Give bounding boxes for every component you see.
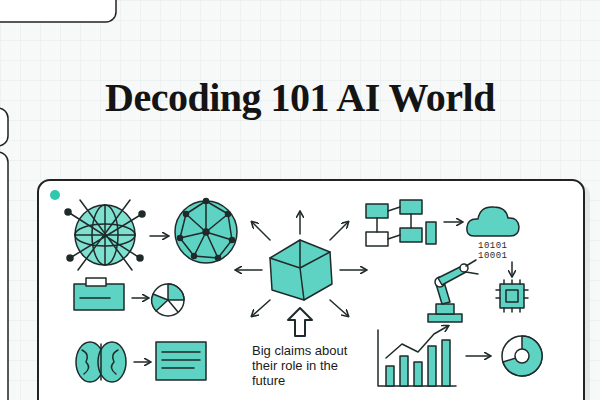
- main-panel: [38, 180, 584, 400]
- donut-icon: [502, 336, 542, 376]
- robot-arm-icon: [428, 260, 478, 322]
- up-arrow: [288, 308, 312, 336]
- arrow: [150, 235, 168, 237]
- side-panel: [0, 152, 8, 400]
- pie-icon: [152, 284, 184, 316]
- arrow: [132, 297, 148, 299]
- side-tab: [0, 108, 8, 146]
- arrow: [134, 361, 150, 363]
- arrow: [466, 355, 490, 357]
- corner-card: [0, 0, 116, 22]
- device-icon: [74, 278, 124, 310]
- panel-dot: [50, 190, 60, 200]
- arrow: [444, 221, 462, 223]
- arrow: [511, 262, 513, 276]
- binary-digits: 10001: [478, 251, 508, 261]
- document-icon: [156, 342, 206, 380]
- page-title: Decoding 101 AI World: [105, 74, 495, 121]
- binary-digits: 10101: [478, 241, 508, 251]
- note-text: Big claims about their role in the futur…: [252, 343, 356, 388]
- radiating-arrows: [236, 212, 366, 316]
- brain-icon: [76, 342, 126, 382]
- chip-icon: [496, 280, 528, 312]
- crystal-icon: [270, 240, 332, 300]
- network-sphere-icon: [175, 199, 237, 264]
- flowchart-icon: [366, 200, 436, 246]
- globe-icon: [65, 200, 145, 270]
- bar-chart-icon: [378, 326, 456, 386]
- cloud-icon: [467, 207, 519, 236]
